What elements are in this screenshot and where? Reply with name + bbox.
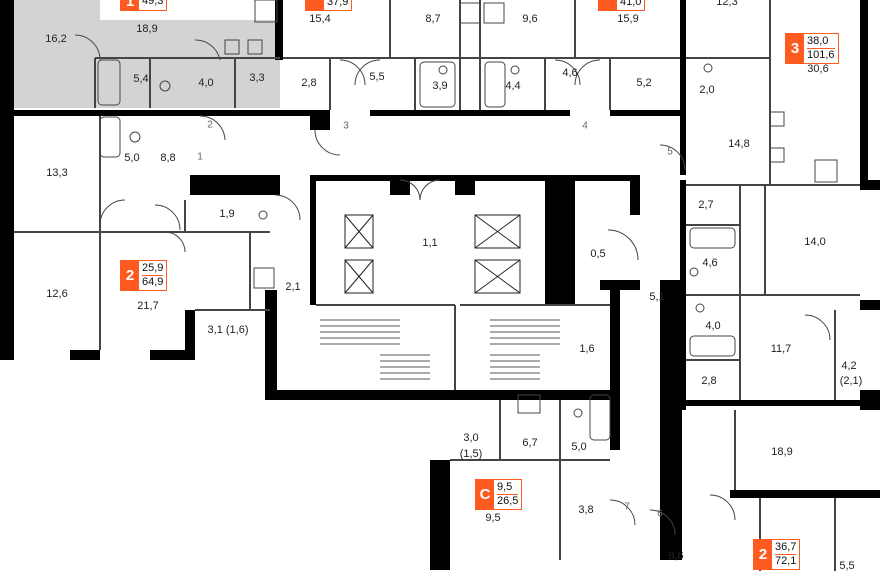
door-number: 7: [624, 501, 630, 513]
room-area: 6,7: [522, 437, 538, 449]
room-area: 18,9: [771, 446, 793, 458]
room-area: 5,5: [839, 560, 855, 572]
room-area: 9,5: [485, 512, 501, 524]
room-area: 14,8: [728, 138, 750, 150]
apartment-type: [306, 0, 324, 10]
door-number: 6: [657, 508, 663, 520]
room-area: 8,7: [425, 13, 441, 25]
room-area: 5,0: [571, 441, 587, 453]
room-area: 3,1 (1,6): [207, 324, 249, 336]
total-area: 26,5: [497, 495, 519, 507]
room-area: 12,6: [46, 288, 68, 300]
total-area: 49,3: [142, 0, 164, 7]
total-area: 41,0: [620, 0, 642, 8]
room-area: 5,4: [133, 73, 149, 85]
stairs: [320, 319, 560, 380]
room-area: 14,0: [804, 236, 826, 248]
room-area: 18,9: [136, 23, 158, 35]
apartment-type: 2: [754, 540, 772, 569]
room-area: 1,9: [219, 208, 235, 220]
room-area: 5,2: [636, 77, 652, 89]
room-area: 8,6: [668, 550, 684, 562]
room-area: (2,1): [839, 375, 863, 387]
room-area: 16,2: [45, 33, 67, 45]
apartment-badge-1[interactable]: 1 49,3: [120, 0, 168, 11]
living-area: 9,5: [497, 481, 519, 495]
fixtures: [97, 0, 838, 441]
room-area: 4,4: [505, 80, 521, 92]
room-area: 5,5: [369, 71, 385, 83]
total-area: 64,9: [142, 276, 164, 288]
door-number: 2: [207, 119, 213, 131]
total-area: 37,9: [327, 0, 349, 8]
room-area: 2,8: [701, 375, 717, 387]
room-area: 15,9: [617, 13, 639, 25]
room-area: 15,4: [309, 13, 331, 25]
room-area: 4,6: [562, 67, 578, 79]
room-area: 4,0: [705, 320, 721, 332]
room-area: 4,0: [198, 77, 214, 89]
room-area: 1,6: [579, 343, 595, 355]
room-area: 3,9: [432, 80, 448, 92]
room-area: 2,7: [698, 199, 714, 211]
apartment-type: 3: [786, 34, 804, 63]
room-area: 8,8: [160, 152, 176, 164]
room-area: 4,6: [702, 257, 718, 269]
total-area: 101,6: [807, 49, 835, 61]
apartment-type: 2: [121, 261, 139, 290]
living-area: 25,9: [142, 262, 164, 276]
room-area: 21,7: [137, 300, 159, 312]
door-number: 1: [197, 151, 203, 163]
living-area: 36,7: [775, 541, 797, 555]
door-number: 3: [343, 120, 349, 132]
room-area: 3,8: [578, 504, 594, 516]
room-area: 11,7: [770, 343, 792, 355]
door-number: 5: [667, 146, 673, 158]
room-area: 3,3: [249, 72, 265, 84]
room-area: 2,1: [285, 281, 301, 293]
room-area: 4,2: [841, 360, 857, 372]
elevators: [344, 214, 521, 294]
room-area: 5,1: [649, 291, 665, 303]
door-swings: [74, 34, 831, 536]
room-area: 9,6: [522, 13, 538, 25]
room-area: 5,0: [124, 152, 140, 164]
door-number: 4: [582, 120, 588, 132]
room-area: 2,8: [301, 77, 317, 89]
living-area: 38,0: [807, 35, 835, 49]
apartment-type: 1: [121, 0, 139, 10]
room-area: 30,6: [807, 63, 829, 75]
total-area: 72,1: [775, 555, 797, 567]
room-area: 13,3: [46, 167, 68, 179]
room-area: 12,3: [716, 0, 738, 8]
room-area: 1,1: [422, 237, 438, 249]
room-area: 0,5: [590, 248, 606, 260]
apartment-type: C: [476, 480, 494, 509]
room-area: (1,5): [459, 448, 483, 460]
apartment-badge-top-3[interactable]: 41,0: [598, 0, 646, 11]
apartment-type: [599, 0, 617, 10]
apartment-badge-top-2[interactable]: 37,9: [305, 0, 353, 11]
room-area: 3,0: [463, 432, 479, 444]
room-area: 2,0: [699, 84, 715, 96]
